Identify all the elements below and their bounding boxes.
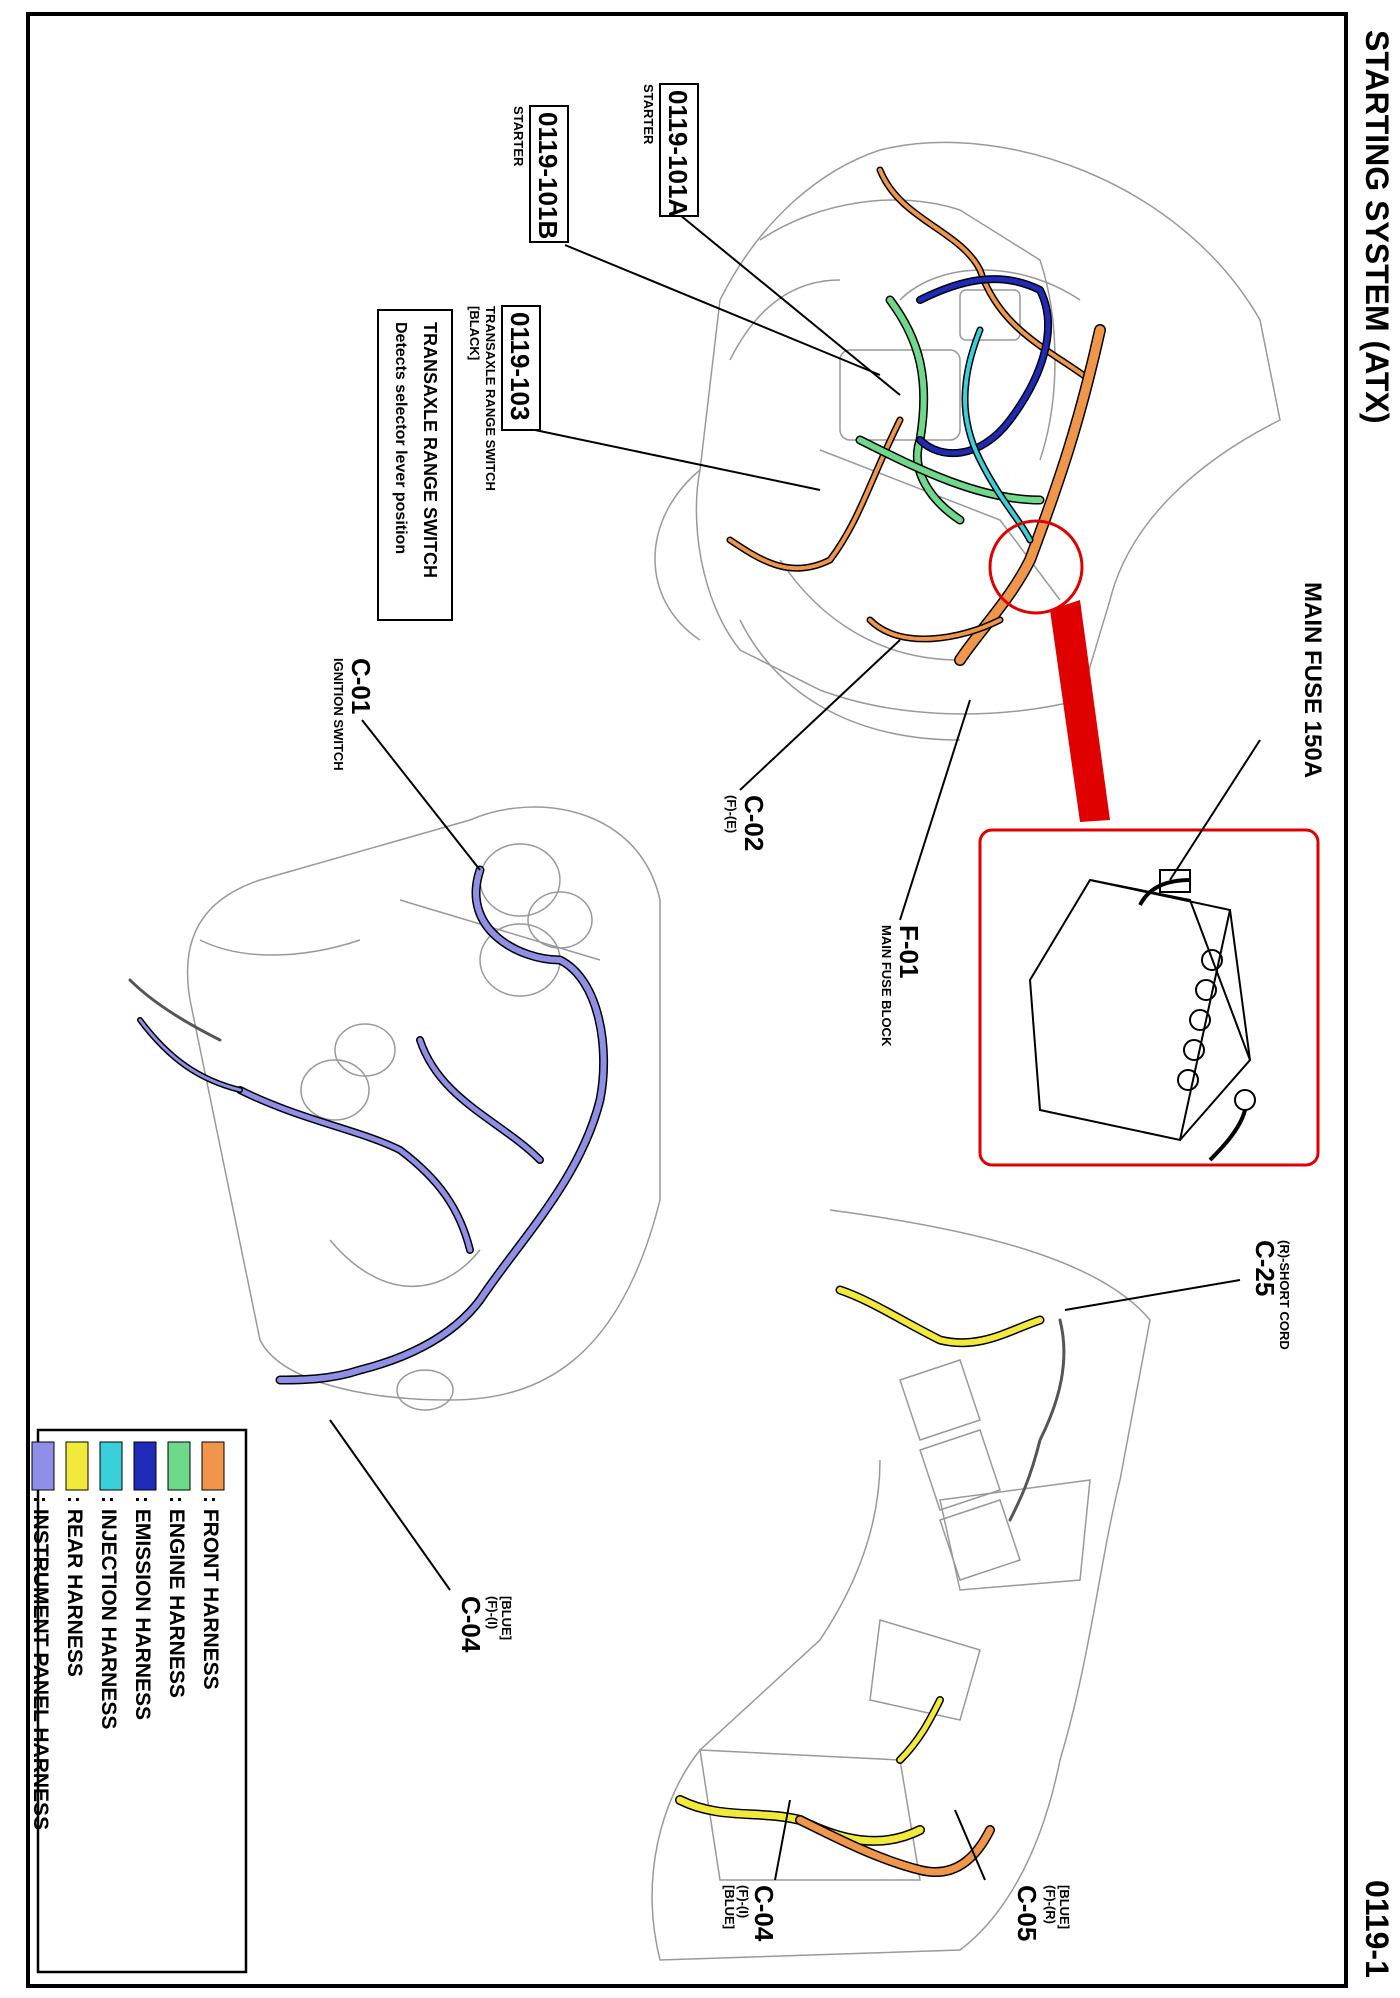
note-box <box>377 309 453 621</box>
callout-code: 0119-101B <box>533 112 563 239</box>
callout-c-04-dash: [BLUE] (F)-(I) C-04 <box>456 1596 514 1653</box>
callout-code: C-25 <box>1250 1240 1280 1296</box>
callout-desc: (F)-(I) <box>736 1885 751 1918</box>
battery-icon <box>1028 869 1256 1162</box>
callout-code: C-05 <box>1012 1885 1042 1941</box>
transaxle-range-switch-note: TRANSAXLE RANGE SWITCH Detects selector … <box>377 309 453 621</box>
callout-desc: IGNITION SWITCH <box>331 658 346 771</box>
instrument-panel-drawing <box>186 806 661 1411</box>
callout-main-fuse: MAIN FUSE 150A <box>1299 582 1326 778</box>
callout-0119-103: 0119-103 TRANSAXLE RANGE SWITCH [BLACK] <box>467 305 541 491</box>
callout-desc-color: [BLUE] <box>722 1885 737 1929</box>
engine-bay-harnesses <box>726 166 1106 666</box>
callout-0119-101b: 0119-101B STARTER <box>511 105 569 243</box>
legend-item: : INJECTION HARNESS <box>97 1441 123 1729</box>
instrument-panel-harness <box>128 865 609 1385</box>
callout-desc: (F)-(R) <box>1043 1885 1058 1924</box>
legend-label: : REAR HARNESS <box>63 1496 86 1677</box>
page-frame <box>26 12 1348 1988</box>
legend-item: : INSTRUMENT PANEL HARNESS <box>29 1441 55 1830</box>
callout-box <box>529 105 569 243</box>
inset-pointer-wedge <box>1050 600 1110 822</box>
callout-desc: STARTER <box>511 106 526 167</box>
callout-code: F-01 <box>894 925 924 978</box>
callout-code: 0119-101A <box>663 90 693 217</box>
callout-desc: (R)-SHORT CORD <box>1277 1240 1292 1350</box>
callout-desc-color: [BLACK] <box>467 306 482 360</box>
callout-box <box>659 83 699 217</box>
callout-code: C-04 <box>456 1596 486 1653</box>
legend-frame <box>36 1428 248 1974</box>
main-fuse-highlight-circle <box>988 519 1084 615</box>
callout-desc: (F)-(I) <box>485 1596 500 1629</box>
main-fuse-label: MAIN FUSE 150A <box>1299 582 1326 778</box>
page-number: 0119-1 <box>1359 1880 1395 1978</box>
callout-c-25: (R)-SHORT CORD C-25 <box>1250 1240 1292 1350</box>
legend-label: : EMISSION HARNESS <box>131 1496 154 1720</box>
harness-legend: : FRONT HARNESS : ENGINE HARNESS : EMISSIO… <box>29 1428 248 1974</box>
callout-c-05: [BLUE] (F)-(R) C-05 <box>1012 1885 1072 1941</box>
callout-code: C-02 <box>739 795 769 851</box>
leader-lines <box>329 214 1261 1881</box>
callout-desc-color: [BLUE] <box>1057 1885 1072 1929</box>
note-text: Detects selector lever position <box>392 322 409 554</box>
legend-label: : INSTRUMENT PANEL HARNESS <box>29 1496 52 1830</box>
inset-frame <box>978 828 1320 1167</box>
callout-code: C-01 <box>346 658 376 714</box>
legend-swatch <box>31 1441 55 1491</box>
engine-bay-drawing <box>654 141 1281 741</box>
callout-f-01: F-01 MAIN FUSE BLOCK <box>879 925 924 1047</box>
callout-code: 0119-103 <box>505 312 535 420</box>
callout-box <box>501 305 541 431</box>
callout-desc-color: [BLUE] <box>499 1596 514 1640</box>
legend-label: : INJECTION HARNESS <box>97 1496 120 1729</box>
note-title: TRANSAXLE RANGE SWITCH <box>420 322 440 578</box>
rear-body-drawing <box>651 1209 1151 1961</box>
callout-desc: TRANSAXLE RANGE SWITCH <box>483 306 498 491</box>
legend-item: : FRONT HARNESS <box>199 1441 225 1690</box>
legend-swatch <box>99 1441 123 1491</box>
callout-desc: (F)-(E) <box>724 795 739 833</box>
legend-item: : ENGINE HARNESS <box>165 1441 191 1698</box>
main-fuse-inset <box>978 828 1320 1167</box>
page-title: STARTING SYSTEM (ATX) <box>1359 30 1395 423</box>
callout-c-02: C-02 (F)-(E) <box>724 795 769 851</box>
callout-desc: MAIN FUSE BLOCK <box>879 925 894 1047</box>
callout-c-04-floor: C-04 (F)-(I) [BLUE] <box>722 1885 779 1942</box>
callout-desc: STARTER <box>641 84 656 145</box>
legend-item: : EMISSION HARNESS <box>131 1441 157 1720</box>
legend-swatch <box>167 1441 191 1491</box>
legend-item: : REAR HARNESS <box>63 1441 89 1677</box>
callout-0119-101a: 0119-101A STARTER <box>641 83 699 217</box>
callout-code: C-04 <box>749 1885 779 1942</box>
rear-harnesses <box>675 1285 1066 1877</box>
legend-label: : ENGINE HARNESS <box>165 1496 188 1698</box>
legend-swatch <box>65 1441 89 1491</box>
legend-swatch <box>133 1441 157 1491</box>
legend-label: : FRONT HARNESS <box>199 1496 222 1690</box>
callout-c-01: C-01 IGNITION SWITCH <box>331 658 376 771</box>
legend-swatch <box>201 1441 225 1491</box>
